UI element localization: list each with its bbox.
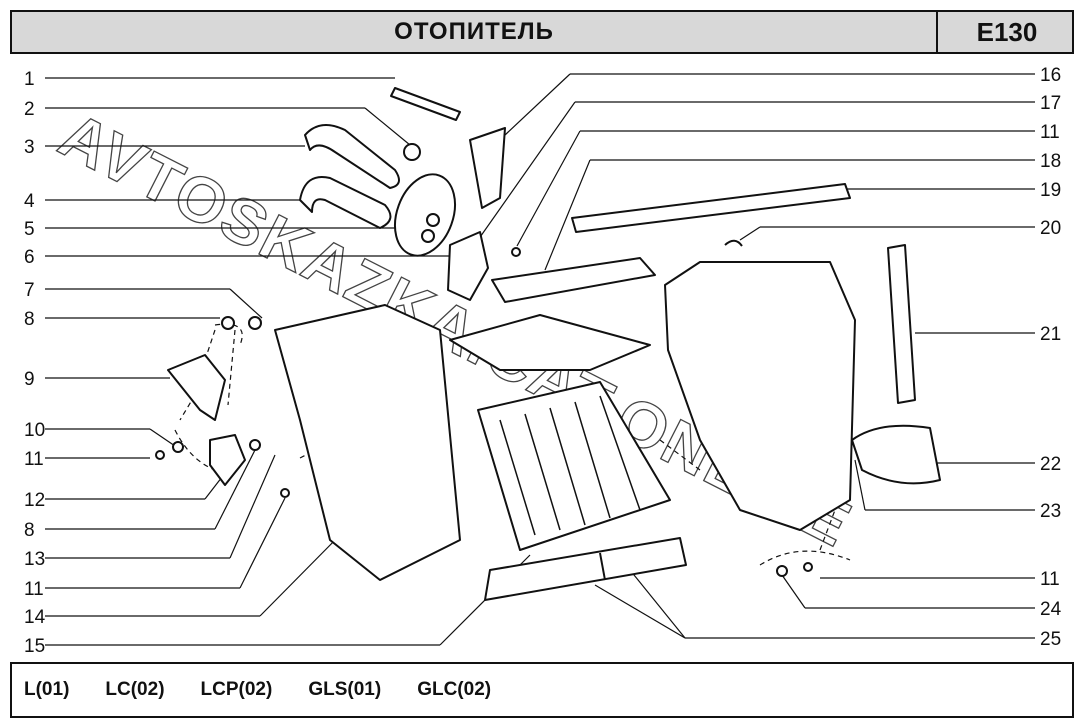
callout-label: 11 xyxy=(1040,569,1060,590)
part-heater-housing-left xyxy=(274,304,461,581)
callout-label: 8 xyxy=(24,520,35,541)
callout-label: 15 xyxy=(24,636,45,657)
leader-lines xyxy=(45,73,1035,646)
section-code: E130 xyxy=(976,16,1038,47)
model-code: L(01) xyxy=(24,679,70,700)
callout-label: 13 xyxy=(24,549,45,570)
part-screw-3 xyxy=(511,247,521,257)
heater-exploded-diagram: AVTOSKAZKA.CAT.ONLINE xyxy=(24,65,1062,657)
page-header: ОТОПИТЕЛЬ E130 xyxy=(10,10,1074,54)
callout-label: 6 xyxy=(24,247,35,268)
part-screw-4 xyxy=(803,562,813,572)
callout-label: 3 xyxy=(24,137,35,158)
part-top-strip xyxy=(571,183,851,233)
part-washer xyxy=(172,441,184,453)
callout-label: 19 xyxy=(1040,180,1061,201)
part-clip-2 xyxy=(724,239,743,247)
part-vertical-strip xyxy=(887,244,916,404)
part-tap-flange xyxy=(394,173,456,257)
part-nut xyxy=(221,316,235,330)
callout-label: 22 xyxy=(1040,454,1061,475)
callout-label: 4 xyxy=(24,191,35,212)
part-hose-lower xyxy=(299,176,392,229)
model-code: LCP(02) xyxy=(200,679,273,700)
callout-label: 12 xyxy=(24,490,45,511)
header-divider xyxy=(936,12,938,52)
callout-label: 7 xyxy=(24,280,35,301)
callout-label: 5 xyxy=(24,219,35,240)
part-screw-2 xyxy=(280,488,290,498)
callout-label: 11 xyxy=(24,579,44,600)
callouts-right: 16 17 11 18 19 20 21 22 23 11 24 25 xyxy=(1040,65,1062,650)
part-bracket xyxy=(447,231,489,301)
callout-label: 23 xyxy=(1040,501,1061,522)
callout-label: 14 xyxy=(24,607,46,628)
page-title: ОТОПИТЕЛЬ xyxy=(394,18,554,45)
part-screw xyxy=(155,450,165,460)
part-nut-2 xyxy=(249,439,261,451)
model-code: LC(02) xyxy=(105,679,165,700)
part-seal-strip xyxy=(390,87,461,121)
callout-label: 8 xyxy=(24,309,35,330)
model-code: GLS(01) xyxy=(308,679,382,700)
part-air-duct xyxy=(851,424,941,485)
callout-label: 18 xyxy=(1040,151,1061,172)
part-filter-frame xyxy=(491,257,656,303)
callout-label: 2 xyxy=(24,99,35,120)
callout-label: 20 xyxy=(1040,218,1061,239)
callouts-left: 1 2 3 4 5 6 7 8 9 10 11 12 8 13 11 14 15 xyxy=(24,69,46,657)
callout-label: 24 xyxy=(1040,599,1062,620)
model-code: GLC(02) xyxy=(417,679,492,700)
heater-parts xyxy=(155,87,941,601)
callout-label: 1 xyxy=(24,69,35,90)
callout-label: 11 xyxy=(1040,122,1060,143)
model-applicability-bar: L(01) LC(02) LCP(02) GLS(01) GLC(02) xyxy=(10,662,1074,718)
part-clip xyxy=(209,434,246,486)
part-hose-upper xyxy=(304,124,400,189)
part-bottom-seal xyxy=(484,537,687,601)
callout-label: 16 xyxy=(1040,65,1061,86)
part-clamp xyxy=(403,143,421,161)
callout-label: 9 xyxy=(24,369,35,390)
callout-label: 10 xyxy=(24,420,45,441)
callout-label: 17 xyxy=(1040,93,1061,114)
callout-label: 21 xyxy=(1040,324,1061,345)
callout-label: 25 xyxy=(1040,629,1061,650)
part-heater-housing-right xyxy=(664,261,856,531)
callout-label: 11 xyxy=(24,449,44,470)
part-flap xyxy=(449,314,651,371)
part-lever-plate xyxy=(167,354,226,421)
part-lever xyxy=(469,127,506,209)
part-spring xyxy=(248,316,262,330)
part-washer-2 xyxy=(776,565,788,577)
